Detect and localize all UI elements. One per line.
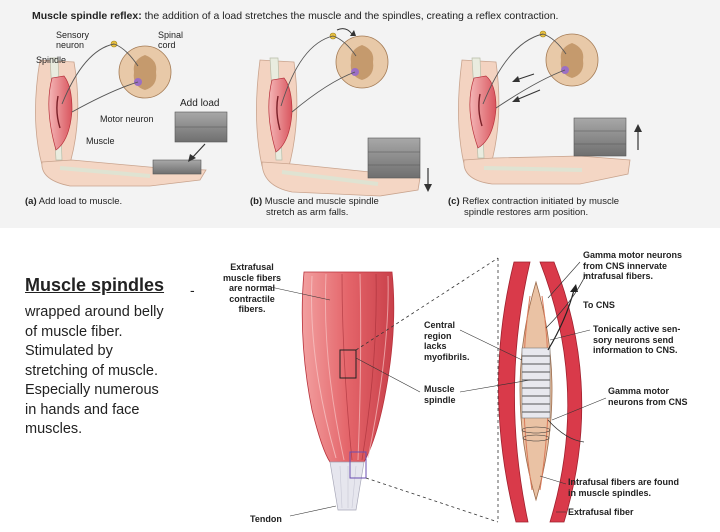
- extrafusal-line1: Extrafusal: [230, 262, 274, 272]
- label-sensory-line1: Sensory: [56, 30, 90, 40]
- caption-b-letter: (b): [250, 196, 263, 207]
- title-bar: [28, 6, 693, 26]
- central-line3: lacks: [424, 341, 447, 351]
- label-intrafusal: Intrafusal fibers are found in muscle sp…: [568, 477, 679, 498]
- add-load-arrow: [191, 143, 206, 159]
- desc-line-7: muscles.: [25, 421, 83, 437]
- figure-title: Muscle spindle reflex: the addition of a…: [32, 10, 559, 22]
- panel-c-illustration: [458, 30, 642, 185]
- label-tendon: Tendon: [250, 514, 282, 524]
- label-spindle: Spindle: [36, 55, 67, 65]
- label-motor-neuron: Motor neuron: [100, 114, 154, 124]
- label-tonically-active: Tonically active sen- sory neurons send …: [593, 324, 680, 356]
- sensory-nerve: [547, 289, 575, 351]
- caption-b-line1: Muscle and muscle spindle: [264, 196, 379, 207]
- caption-b-line2: stretch as arm falls.: [266, 207, 349, 218]
- load-block-b: [367, 137, 421, 179]
- tonically-line2: sory neurons send: [593, 334, 674, 345]
- desc-line-5: Especially numerous: [25, 382, 159, 398]
- desc-line-3: Stimulated by: [25, 343, 113, 359]
- extrafusal-line4: contractile: [229, 293, 275, 304]
- central-line4: myofibrils.: [424, 351, 470, 362]
- central-line1: Central: [424, 320, 456, 330]
- spindle-box-upper: [339, 349, 357, 379]
- caption-b: (b) Muscle and muscle spindle stretch as…: [250, 196, 379, 218]
- intrafusal-line2: in muscle spindles.: [568, 487, 652, 498]
- panel-b-illustration: [256, 28, 432, 197]
- extrafusal-line3: are normal: [228, 283, 276, 293]
- spindle-box-lower: [349, 451, 367, 479]
- desc-line-1: wrapped around belly: [25, 304, 164, 320]
- extrafusal-line2: muscle fibers: [222, 272, 282, 283]
- caption-c-line1: Reflex contraction initiated by muscle: [462, 196, 620, 207]
- central-region: [521, 347, 551, 419]
- spindle-mark: [56, 95, 61, 129]
- label-extrafusal-fibers: Extrafusal muscle fibers are normal cont…: [222, 262, 282, 315]
- whole-muscle-illustration: [301, 257, 499, 523]
- intrafusal-line1: Intrafusal fibers are found: [568, 477, 680, 487]
- gamma-bottom-line1: Gamma motor: [608, 386, 670, 396]
- caption-c-line2: spindle restores arm position.: [464, 207, 589, 218]
- desc-line-4: stretching of muscle.: [25, 362, 158, 379]
- panel-a-illustration: [35, 40, 228, 187]
- desc-line-2: of muscle fiber.: [25, 323, 123, 340]
- gamma-top-line2: from CNS innervate: [583, 260, 668, 271]
- spindle-detail-illustration: [265, 261, 607, 523]
- gamma-bottom-line2: neurons from CNS: [608, 396, 688, 407]
- caption-a-letter: (a): [25, 196, 37, 207]
- gamma-top-line1: Gamma motor neurons: [583, 250, 683, 260]
- whole-muscle: [301, 271, 395, 463]
- label-muscle-spindle: Muscle spindle: [424, 384, 456, 405]
- caption-c: (c) Reflex contraction initiated by musc…: [448, 196, 619, 218]
- caption-c-letter: (c): [448, 196, 460, 207]
- label-spinal-cord: Spinal cord: [158, 30, 183, 50]
- gamma-top-line3: intrafusal fibers.: [583, 271, 654, 281]
- heading-dash: -: [190, 282, 195, 298]
- extrafusal-line5: fibers.: [238, 304, 266, 314]
- label-sensory-neuron: Sensory neuron: [56, 30, 89, 50]
- label-spinal-line2: cord: [158, 40, 176, 50]
- extrafusal-fiber-left: [498, 261, 531, 523]
- label-sensory-line2: neuron: [56, 40, 85, 50]
- tendon-shape: [329, 461, 365, 511]
- muscle-spindles-heading: Muscle spindles: [25, 275, 165, 295]
- desc-line-6: in hands and face: [25, 401, 140, 418]
- muscle-spindle-line1: Muscle: [424, 384, 455, 394]
- label-central-region: Central region lacks myofibrils.: [424, 320, 470, 362]
- caption-a-text: Add load to muscle.: [38, 196, 123, 207]
- tonically-line3: information to CNS.: [593, 345, 678, 355]
- muscle-spindle-line2: spindle: [424, 394, 456, 405]
- label-extrafusal-fiber: Extrafusal fiber: [568, 507, 634, 517]
- label-gamma-bottom: Gamma motor neurons from CNS: [608, 386, 688, 407]
- label-gamma-top: Gamma motor neurons from CNS innervate i…: [583, 250, 682, 282]
- label-muscle: Muscle: [86, 136, 115, 146]
- label-to-cns: To CNS: [583, 300, 615, 310]
- tonically-line1: Tonically active sen-: [593, 324, 681, 334]
- extrafusal-fiber-right: [539, 261, 583, 523]
- label-add-load: Add load: [180, 98, 220, 109]
- load-block-c: [573, 117, 627, 157]
- load-block-small: [152, 159, 202, 175]
- central-line2: region: [424, 330, 452, 341]
- caption-a: (a) Add load to muscle.: [25, 196, 122, 207]
- label-spinal-line1: Spinal: [158, 30, 184, 40]
